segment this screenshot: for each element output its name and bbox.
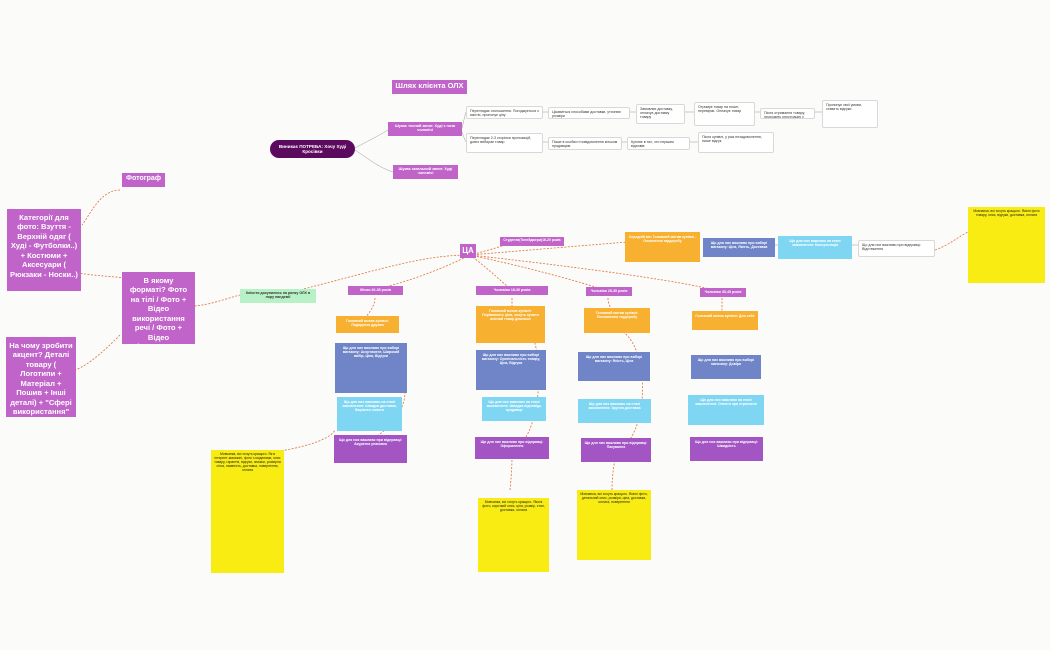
dispatch-node[interactable]: Що для них важливо при відправці: Акурат…	[334, 435, 407, 463]
dispatch-node[interactable]: Що для них важливо при відправці: Швидкі…	[690, 437, 763, 461]
motive-node[interactable]: Головний мотив купівлі: Подарунок друзям	[336, 316, 399, 333]
order-stage-node[interactable]: Що для них важливо на етапі замовлення: …	[688, 395, 764, 425]
page-title: Шлях клієнта ОЛХ	[392, 80, 467, 94]
order-stage-node[interactable]: Що для них важливо на етапі замовлення: …	[578, 399, 651, 423]
store-choice-node[interactable]: Що для них важливо при виборі магазину: …	[703, 238, 775, 257]
note-node[interactable]: Мовчанка, всі хочуть кращого. Якісні фот…	[577, 490, 651, 560]
central-need-node[interactable]: Виникає ПОТРЕБА: Хочу Худі Кросівки	[270, 140, 355, 158]
order-stage-node[interactable]: Що для них важливо на етапі замовлення: …	[337, 397, 402, 431]
store-choice-node[interactable]: Що для них важливо при виборі магазину: …	[691, 355, 761, 379]
segment-pandemic-clients[interactable]: Клієнти докупились на ринку ОЛХ в пору п…	[240, 289, 316, 303]
flow-step-node[interactable]: Після отримання товару, проходить реєстр…	[760, 108, 815, 119]
store-choice-node[interactable]: Що для них важливо при виборі магазину: …	[335, 343, 407, 393]
flow-step-node[interactable]: Після купівлі, у разі незадоволення, пиш…	[698, 132, 774, 153]
segment-women[interactable]: Жінки 20-35 років	[348, 286, 403, 295]
photographer-node[interactable]: Фотограф	[122, 173, 165, 187]
flow-step-node[interactable]: Купляє в тих, хто першим відповів	[627, 137, 690, 150]
motive-node[interactable]: Головний мотив купівлі: Порівнюють ціни,…	[476, 306, 545, 343]
flow-step-node[interactable]: Пише в особисті повідомлення кільком про…	[548, 137, 622, 150]
branch-exact-query[interactable]: Шукає точний запит. Худі з поза чоловічі	[388, 122, 462, 136]
motive-node[interactable]: Середній вік: Головний мотив купівлі - О…	[625, 232, 700, 262]
branch-general-query[interactable]: Шукає загальний запит. Худі чоловічі	[393, 165, 458, 179]
note-node[interactable]: Мовчанка, всі хочуть кращого. Як в інтер…	[211, 450, 284, 573]
store-choice-node[interactable]: Що для них важливо при виборі магазину: …	[476, 350, 546, 390]
photo-format-node[interactable]: В якому форматі? Фото на тілі / Фото + В…	[122, 272, 195, 344]
motive-node[interactable]: Головний мотив купівлі: Поповнення гарде…	[584, 308, 650, 333]
order-stage-node[interactable]: Що для них важливо на етапі замовлення: …	[482, 397, 546, 421]
order-stage-node[interactable]: Що для них важливо на етапі замовлення: …	[778, 236, 852, 259]
segment-students[interactable]: Студенти(Тинейджери)16-20 років	[500, 237, 564, 246]
segment-men-25-35[interactable]: Чоловіки 25-35 років	[586, 287, 632, 296]
note-node[interactable]: Мовчанка, всі хочуть кращого. Якісні фот…	[968, 207, 1045, 283]
flow-step-node[interactable]: Переглядає 2-3 сторінки пропозицій, довг…	[466, 133, 543, 153]
flow-step-node[interactable]: Переглядає оголошення. Погоджується з як…	[466, 106, 543, 119]
segment-men-18-30[interactable]: Чоловіки 18-30 років	[476, 286, 548, 295]
dispatch-node[interactable]: Що для них важливо при відправці: Оформл…	[475, 437, 549, 459]
flow-step-node[interactable]: Цікавиться способами доставки, уточнює р…	[548, 107, 630, 119]
segment-men-35-45[interactable]: Чоловіки 35-45 років	[700, 288, 746, 297]
flow-step-node[interactable]: Отримує товар на пошті, перевіряє. Оплач…	[694, 102, 755, 126]
photo-categories-node[interactable]: Категорії для фото: Взуття - Верхній одя…	[7, 209, 81, 291]
dispatch-node[interactable]: Що для них важливо при відправці: Відсте…	[858, 240, 935, 257]
dispatch-node[interactable]: Що для них важливо при відправці: Пакува…	[581, 438, 651, 462]
flow-step-node[interactable]: Пропонує свої умови, ставить відгуки	[822, 100, 878, 128]
note-node[interactable]: Мовчанка, всі хочуть кращого. Якісні фот…	[478, 498, 549, 572]
motive-node[interactable]: Головний мотив купівлі: Для себе	[692, 311, 758, 330]
flow-step-node[interactable]: Замовляє доставку, оплачує доставку това…	[636, 104, 685, 124]
target-audience-node[interactable]: ЦА	[460, 244, 476, 258]
photo-accent-node[interactable]: На чому зробити акцент? Деталі товару ( …	[6, 337, 76, 417]
store-choice-node[interactable]: Що для них важливо при виборі магазину: …	[578, 352, 650, 381]
